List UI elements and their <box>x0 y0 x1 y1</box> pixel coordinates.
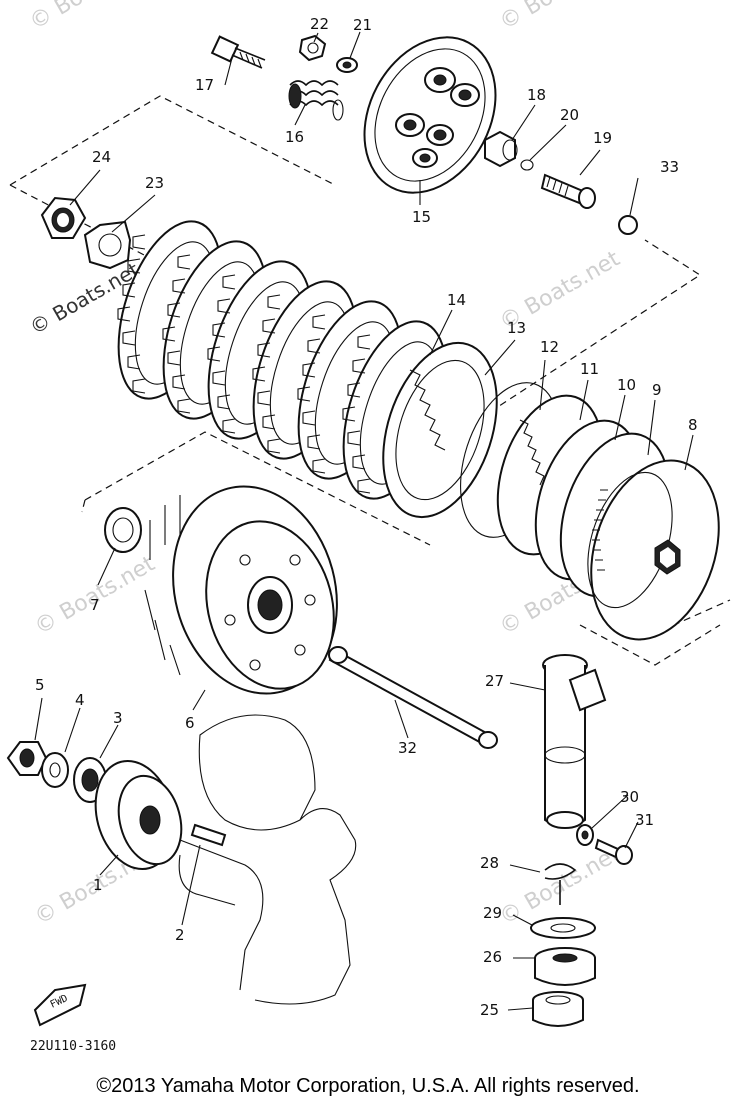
label-16: 16 <box>285 128 304 146</box>
label-20: 20 <box>560 106 579 124</box>
part-25-bearing <box>532 991 584 1027</box>
label-31: 31 <box>635 811 654 829</box>
label-5: 5 <box>35 676 45 694</box>
part-26-oil-seal <box>534 947 596 986</box>
part-24-nut <box>40 196 87 239</box>
plate-teeth <box>162 254 191 414</box>
watermark: © Boats.net <box>26 0 155 35</box>
part-23-lock-washer <box>83 220 132 270</box>
plate-teeth <box>342 334 371 494</box>
part-16-spring <box>288 80 344 121</box>
part-18-push-plug <box>484 130 518 168</box>
part-28-return-spring <box>544 863 577 905</box>
label-7: 7 <box>90 596 100 614</box>
label-23: 23 <box>145 174 164 192</box>
crankshaft-outline <box>178 714 357 1005</box>
part-29-washer <box>530 917 596 939</box>
watermark: © Boats.net <box>496 0 625 35</box>
part-17-bolt <box>210 35 266 69</box>
part-33-ball <box>618 215 638 235</box>
label-17: 17 <box>195 76 214 94</box>
label-11: 11 <box>580 360 599 378</box>
label-28: 28 <box>480 854 499 872</box>
label-21: 21 <box>353 16 372 34</box>
part-8-clutch-boss <box>587 459 720 641</box>
label-25: 25 <box>480 1001 499 1019</box>
part-15-pressure-plate <box>363 36 497 194</box>
part-4-lock-washer <box>41 752 69 788</box>
label-6: 6 <box>185 714 195 732</box>
label-13: 13 <box>507 319 526 337</box>
part-labels: 17 22 21 16 15 18 20 19 33 24 23 14 13 1… <box>35 15 698 1019</box>
label-24: 24 <box>92 148 111 166</box>
label-15: 15 <box>412 208 431 226</box>
label-10: 10 <box>617 376 636 394</box>
part-27-push-lever <box>542 654 607 829</box>
leader-lines <box>34 31 694 1011</box>
part-21-washer <box>336 57 358 73</box>
label-14: 14 <box>447 291 466 309</box>
plate-teeth <box>252 294 281 454</box>
label-27: 27 <box>485 672 504 690</box>
clutch-exploded-diagram: © Boats.net © Boats.net © Boats.net © Bo… <box>6 0 731 1050</box>
part-19-push-rod <box>540 173 596 209</box>
label-29: 29 <box>483 904 502 922</box>
label-4: 4 <box>75 691 85 709</box>
label-3: 3 <box>113 709 123 727</box>
part-32-push-rod <box>328 646 498 749</box>
plate-teeth <box>207 274 236 434</box>
part-1-primary-drive-gear <box>94 759 183 871</box>
label-8: 8 <box>688 416 698 434</box>
part-30-washer <box>576 824 594 846</box>
part-6-clutch-housing <box>144 485 338 695</box>
label-30: 30 <box>620 788 639 806</box>
fwd-arrow-icon: FWD <box>33 983 87 1027</box>
label-2: 2 <box>175 926 185 944</box>
label-26: 26 <box>483 948 502 966</box>
label-18: 18 <box>527 86 546 104</box>
part-2-key <box>190 823 227 847</box>
part-31-screw <box>594 838 633 865</box>
label-33: 33 <box>660 158 679 176</box>
label-12: 12 <box>540 338 559 356</box>
label-19: 19 <box>593 129 612 147</box>
plate-teeth <box>117 234 146 394</box>
part-22-nut <box>298 34 327 62</box>
label-1: 1 <box>93 876 103 894</box>
part-13-friction-plate <box>382 341 498 519</box>
plate-teeth <box>297 314 326 474</box>
part-5-nut <box>6 741 48 776</box>
label-32: 32 <box>398 739 417 757</box>
part-7-thrust-washer <box>104 507 142 553</box>
diagram-code: 22U110-3160 <box>30 1039 116 1050</box>
label-22: 22 <box>310 15 329 33</box>
label-9: 9 <box>652 381 662 399</box>
part-20-ball <box>520 159 534 171</box>
copyright-notice: ©2013 Yamaha Motor Corporation, U.S.A. A… <box>96 1075 640 1097</box>
